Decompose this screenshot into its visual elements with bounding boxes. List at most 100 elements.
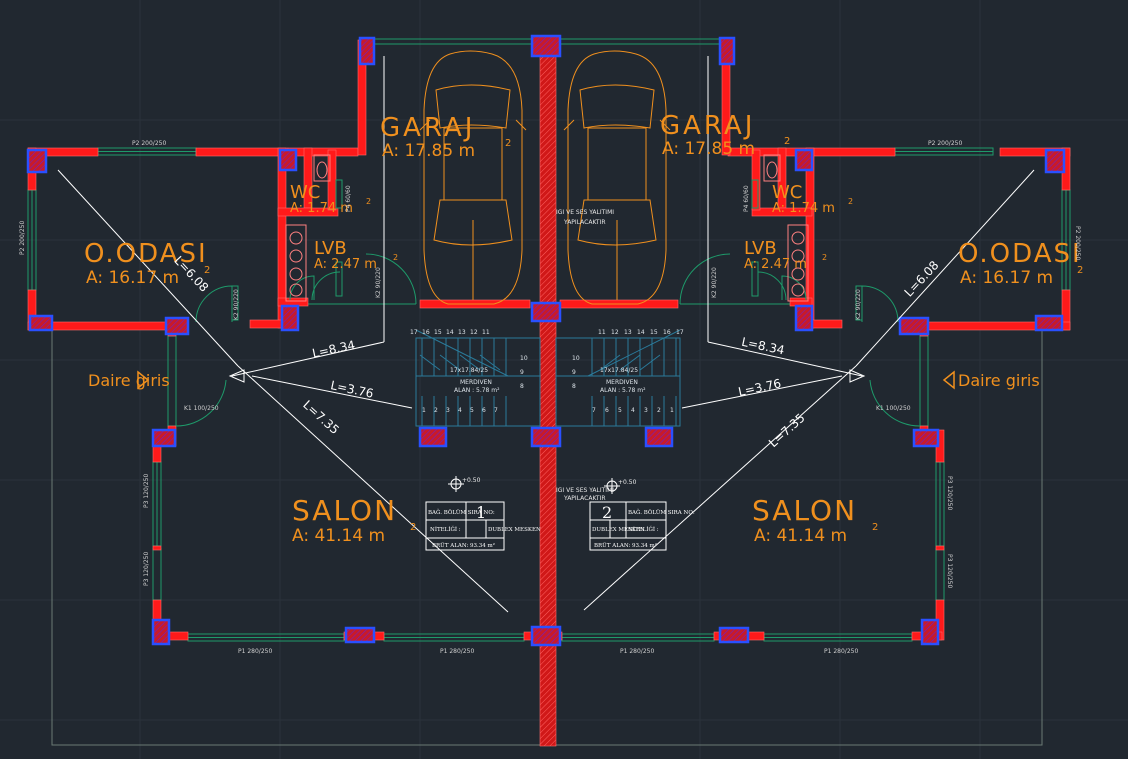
stair-step-right-bottom-4: 3 — [644, 407, 648, 414]
level-left: +0.50 — [462, 477, 481, 484]
stair-landing-left-1: 9 — [520, 369, 524, 376]
table-left-brut: BRÜT ALAN: 93.34 m² — [432, 542, 495, 549]
stair-step-left-bottom-6: 7 — [494, 407, 498, 414]
stair-landing-right-2: 8 — [572, 383, 576, 390]
wc-left-area: A: 1.74 m — [290, 201, 353, 216]
stair-step-left-top-1: 16 — [422, 329, 430, 336]
window-label-k2-right-lvb: K2 90/220 — [711, 267, 718, 298]
stair-right-label: MERDIVEN — [606, 379, 638, 386]
lvb-right-area: A: 2.47 m — [744, 257, 807, 272]
salon-right-name: SALON — [752, 494, 857, 527]
entrance-arrows — [137, 370, 955, 390]
stair-step-left-top-2: 15 — [434, 329, 442, 336]
stair-step-right-bottom-3: 4 — [631, 407, 635, 414]
odasi-right-area: A: 16.17 m — [960, 268, 1053, 288]
window-label-k2-left-odasi: K2 90/220 — [233, 289, 240, 320]
stair-left-label: MERDIVEN — [460, 379, 492, 386]
stair-step-left-top-0: 17 — [410, 329, 418, 336]
stair-left-dims: 17x17.84/25 — [450, 367, 488, 374]
stair-landing-right-1: 9 — [572, 369, 576, 376]
wc-right-area-sup: 2 — [848, 197, 853, 206]
stair-step-right-bottom-0: 7 — [592, 407, 596, 414]
car-left — [419, 50, 527, 305]
salon-left-area: A: 41.14 m — [292, 526, 385, 546]
garage-right-name: GARAJ — [660, 111, 755, 141]
lvb-left-area-sup: 2 — [393, 253, 398, 262]
stair-step-left-bottom-0: 1 — [422, 407, 426, 414]
entrance-left-label: Daire giris — [88, 371, 170, 390]
stair-step-right-bottom-1: 6 — [605, 407, 609, 414]
dim-l376-right: L=3.76 — [737, 376, 782, 399]
garage-left-area: A: 17.85 m — [382, 141, 475, 161]
lvb-left-area: A: 2.47 m — [314, 257, 377, 272]
stair-step-right-top-6: 17 — [676, 329, 684, 336]
stair-left-area: ALAN : 5.78 m² — [454, 387, 500, 394]
table-right-brut: BRÜT ALAN: 93.34 m² — [594, 542, 657, 549]
salon-right-area: A: 41.14 m — [754, 526, 847, 546]
table-left-type: DUBLEX MESKEN — [488, 527, 541, 533]
window-label-p3-left-a: P3 120/250 — [143, 474, 150, 508]
stair-step-left-bottom-5: 6 — [482, 407, 486, 414]
garage-right-area: A: 17.85 m — [662, 139, 755, 159]
stair-step-left-top-3: 14 — [446, 329, 454, 336]
window-label-p2-top-right: P2 200/250 — [928, 140, 962, 147]
bathroom-fixtures — [285, 154, 809, 302]
window-label-p4-right: P4 60/60 — [743, 185, 750, 212]
table-left-nitelik: NİTELİĞİ : — [430, 525, 461, 533]
stair-step-right-top-4: 15 — [650, 329, 658, 336]
columns-layer — [26, 34, 1066, 647]
window-label-k1-right: K1 100/250 — [876, 405, 911, 412]
level-right: +0.50 — [618, 479, 637, 486]
garage-right-area-sup: 2 — [784, 136, 790, 147]
stair-right-area: ALAN : 5.78 m² — [600, 387, 646, 394]
stair-step-right-bottom-5: 2 — [657, 407, 661, 414]
window-label-p3-left-b: P3 120/250 — [143, 552, 150, 586]
bathroom-windows — [231, 179, 863, 321]
stair-step-left-bottom-2: 3 — [446, 407, 450, 414]
window-label-p2-side-left: P2 200/250 — [19, 221, 26, 255]
table-right-nitelik: NİTELİĞİ : — [628, 525, 659, 533]
odasi-left-area-sup: 2 — [204, 265, 210, 276]
level-markers — [448, 476, 620, 494]
table-left-number: 1 — [476, 503, 486, 522]
car-right — [563, 50, 671, 305]
window-label-k2-right-odasi: K2 90/220 — [855, 289, 862, 320]
odasi-left-area: A: 16.17 m — [86, 268, 179, 288]
odasi-right-area-sup: 2 — [1077, 265, 1083, 276]
stair-step-right-bottom-2: 5 — [618, 407, 622, 414]
insulation-note-top-line1: IGI VE SES YALITIMI — [556, 209, 614, 216]
unit-table-right — [589, 501, 667, 551]
entrance-right-label: Daire giris — [958, 371, 1040, 390]
stair-step-left-top-6: 11 — [482, 329, 490, 336]
window-label-p1-2: P1 280/250 — [440, 648, 474, 655]
stair-step-right-top-3: 14 — [637, 329, 645, 336]
insulation-note-bottom-line1: IGI VE SES YALITIMI — [556, 487, 614, 494]
odasi-left-name: O.ODASI — [84, 239, 208, 269]
table-right-header: BAĞ. BÖLÜM SIRA NO: — [628, 508, 695, 516]
window-label-p1-4: P1 280/250 — [824, 648, 858, 655]
window-label-k2-left-lvb: K2 90/220 — [375, 267, 382, 298]
window-label-k1-left: K1 100/250 — [184, 405, 219, 412]
garage-left-name: GARAJ — [380, 113, 475, 143]
stair-step-left-bottom-4: 5 — [470, 407, 474, 414]
stair-step-right-top-2: 13 — [624, 329, 632, 336]
window-label-p4-left: P4 60/60 — [345, 185, 352, 212]
insulation-note-bottom-line2: YAPILACAKTIR — [563, 495, 606, 502]
table-right-type: DUBLEX MESKEN — [592, 527, 645, 533]
dimension-lines — [57, 56, 1035, 613]
unit-table-left — [425, 501, 505, 551]
salon-right-area-sup: 2 — [872, 522, 878, 533]
stair-step-right-top-0: 11 — [598, 329, 606, 336]
stair-right-dims: 17x17.84/25 — [600, 367, 638, 374]
window-label-p2-side-right: P2 200/250 — [1074, 226, 1081, 260]
dim-l735-right: L=7.35 — [766, 411, 808, 450]
wc-left-name: WC — [290, 182, 320, 203]
dim-l376-left: L=3.76 — [329, 378, 374, 401]
table-right-number: 2 — [602, 503, 612, 522]
dim-l735-left: L=7.35 — [300, 398, 342, 437]
lvb-right-area-sup: 2 — [822, 253, 827, 262]
stair-step-right-top-5: 16 — [663, 329, 671, 336]
window-label-p3-right-a: P3 120/250 — [946, 476, 953, 510]
